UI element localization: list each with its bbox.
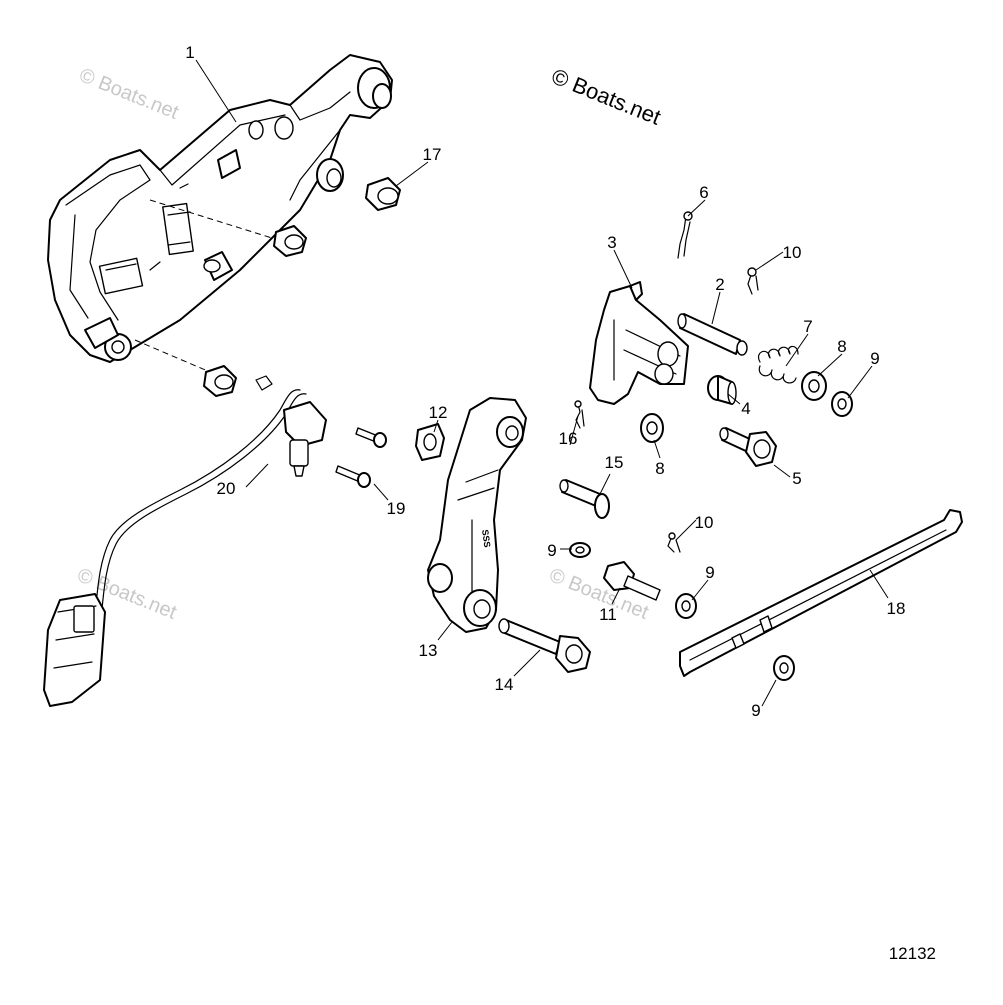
part-9-washer-middle (675, 593, 697, 619)
part-8-washer-upper (801, 371, 827, 401)
figure-number: 12132 (889, 944, 936, 963)
part-10-cotter-pin-upper (747, 267, 759, 295)
label-part-9-middle: 9 (705, 563, 714, 582)
label-part-11: 11 (599, 605, 617, 624)
label-part-14: 14 (495, 675, 514, 694)
label-part-10-lower: 10 (695, 513, 714, 532)
part-20-wiring-harness (43, 375, 327, 707)
label-part-5: 5 (792, 469, 801, 488)
label-part-6: 6 (699, 183, 708, 202)
label-part-19: 19 (387, 499, 406, 518)
label-part-15: 15 (605, 453, 624, 472)
part-3-arm (589, 281, 689, 405)
label-part-13: 13 (419, 641, 438, 660)
label-part-8-upper: 8 (837, 337, 846, 356)
watermark-faint-1: © Boats.net (76, 64, 182, 124)
part-9-washer-bottom (773, 655, 795, 681)
label-part-3: 3 (607, 233, 616, 252)
part-9-washer-left (569, 542, 591, 558)
label-part-17: 17 (423, 145, 442, 164)
part-13-shift-lever: SSS (427, 397, 527, 633)
part-8-washer-lower (640, 413, 664, 443)
label-part-4: 4 (741, 399, 750, 418)
part-15-pin (559, 479, 610, 519)
part-6-cotter-pin (677, 211, 693, 259)
part-17-flange-bolt (365, 177, 401, 211)
leader-lines (195, 59, 889, 707)
alignment-line-1 (149, 199, 273, 239)
part-11-stud (603, 561, 661, 601)
part-16-cotter-pin (574, 400, 585, 429)
part-14-shoulder-bolt (498, 618, 591, 673)
label-part-9-upper: 9 (870, 349, 879, 368)
part-19-screws (335, 427, 387, 488)
label-part-20: 20 (217, 479, 236, 498)
label-part-9-left: 9 (547, 541, 556, 560)
part-2-pin (677, 313, 748, 356)
label-part-7: 7 (803, 317, 812, 336)
label-part-10-upper: 10 (783, 243, 802, 262)
label-part-8-lower: 8 (655, 459, 664, 478)
part-9-washer-upper (831, 391, 853, 417)
cast-mark: SSS (480, 529, 492, 548)
part-10-cotter-pin-lower (667, 532, 681, 553)
flange-bolt-lower (203, 365, 237, 397)
part-1-bracket-plate (47, 54, 393, 363)
label-part-2: 2 (715, 275, 724, 294)
label-part-9-bottom: 9 (751, 701, 760, 720)
watermark-main: © Boats.net (548, 63, 664, 129)
label-part-12: 12 (429, 403, 448, 422)
part-4-bushing (707, 375, 737, 405)
label-part-18: 18 (887, 599, 906, 618)
label-part-16: 16 (559, 429, 578, 448)
part-5-hex-bolt (719, 427, 777, 467)
flange-bolt-middle (273, 225, 307, 257)
part-18-shift-link (679, 509, 963, 677)
alignment-line-2 (134, 339, 211, 373)
label-part-1: 1 (185, 43, 194, 62)
part-12-nut-plate (415, 423, 445, 461)
part-7-spring (758, 345, 799, 384)
